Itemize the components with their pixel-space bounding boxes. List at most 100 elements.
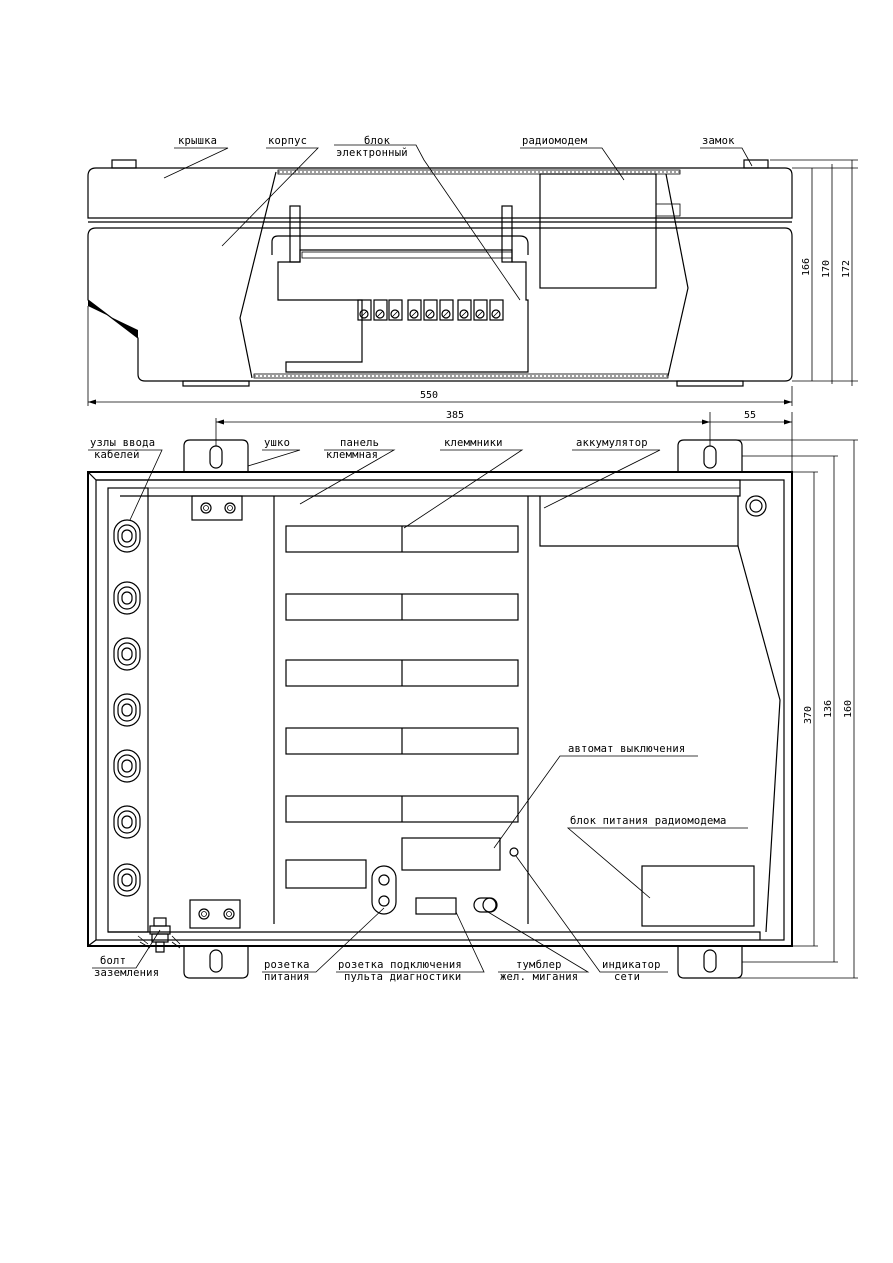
- terminal: [439, 299, 454, 321]
- lid-knob-left: [111, 159, 137, 169]
- label-zamok: замок: [702, 135, 735, 147]
- front-view-dimensions: 385 55 370 136 160: [215, 410, 858, 979]
- dim-385: 385: [446, 410, 464, 421]
- ear-slot-bottom-left: [209, 949, 223, 973]
- terminal-row: [357, 299, 504, 321]
- cable-gland-ring: [117, 524, 137, 548]
- cable-gland: [113, 863, 141, 897]
- front-view: [87, 439, 793, 979]
- terminal-slot: [392, 311, 398, 317]
- dim-55: 55: [744, 410, 756, 421]
- earth-plate-top: [191, 495, 243, 521]
- label-korpus: корпус: [268, 135, 307, 147]
- cable-gland-ring: [117, 754, 137, 778]
- terminal: [457, 299, 472, 321]
- terminal: [373, 299, 388, 321]
- label-klemmniki: клеммники: [444, 437, 503, 449]
- enclosure-frame: [87, 471, 793, 947]
- terminal-slot: [377, 311, 383, 317]
- bracket: [271, 235, 529, 255]
- terminal-screw: [390, 309, 400, 319]
- toggle-switch: [473, 897, 497, 913]
- radiomodem-box: [539, 173, 657, 289]
- dim-550: 550: [420, 390, 438, 401]
- ground-bolt-head: [153, 917, 167, 927]
- circuit-breaker: [401, 837, 501, 871]
- cable-gland-core: [121, 529, 133, 543]
- terminal-slot: [461, 311, 467, 317]
- terminal: [489, 299, 504, 321]
- dim-160: 160: [843, 700, 854, 718]
- lock-knob: [743, 159, 769, 169]
- label-rozetka-pit-2: питания: [264, 971, 310, 983]
- electronic-block: [277, 249, 529, 373]
- diagnostic-socket: [415, 897, 457, 915]
- bottom-rail: [108, 931, 761, 940]
- cable-gland-core: [121, 591, 133, 605]
- label-uzly-1: узлы ввода: [90, 437, 155, 449]
- foot-right: [676, 380, 744, 387]
- label-avtomat: автомат выключения: [568, 743, 685, 755]
- cable-gland-core: [121, 759, 133, 773]
- power-socket: [371, 865, 397, 915]
- label-indikator-1: индикатор: [602, 959, 661, 971]
- foot-left: [182, 380, 250, 387]
- ear-slot-top-left: [209, 445, 223, 469]
- bracket-post-right: [501, 205, 513, 263]
- terminal: [407, 299, 422, 321]
- cable-gland-ring: [117, 586, 137, 610]
- dim-172: 172: [841, 260, 852, 278]
- cable-gland-core: [121, 873, 133, 887]
- clip: [655, 203, 681, 217]
- label-tumbler-1: тумблер: [516, 959, 562, 971]
- break-line-front: [737, 545, 781, 933]
- label-rozetka-pod-2: пульта диагностики: [344, 971, 461, 983]
- terminal-screw: [459, 309, 469, 319]
- terminal-slot: [443, 311, 449, 317]
- ear-bottom-left: [183, 946, 249, 979]
- power-indicator: [509, 847, 519, 857]
- terminal-slot: [361, 311, 367, 317]
- label-tumbler-2: жел. мигания: [500, 971, 578, 983]
- cable-gland-core: [121, 703, 133, 717]
- ear-bottom-right: [677, 946, 743, 979]
- bottom-band: [253, 373, 669, 379]
- terminal: [357, 299, 372, 321]
- cable-gland-ring: [117, 810, 137, 834]
- label-blok-1: блок: [364, 135, 391, 147]
- cable-gland: [113, 637, 141, 671]
- terminal-blocks: [285, 525, 519, 823]
- earth-plate-bottom: [189, 899, 241, 929]
- terminal: [388, 299, 403, 321]
- terminal: [423, 299, 438, 321]
- modem-psu: [641, 865, 755, 927]
- label-bolt-2: заземления: [94, 967, 159, 979]
- terminal-screw: [425, 309, 435, 319]
- label-uzly-2: кабелей: [94, 449, 140, 461]
- side-view: [87, 159, 793, 387]
- front-view-labels: узлы ввода кабелей ушко панель клеммная …: [88, 437, 748, 983]
- cable-gland-ring: [117, 642, 137, 666]
- label-bolt-1: болт: [100, 955, 126, 967]
- label-radiomodem: радиомодем: [522, 135, 588, 147]
- lid: [87, 167, 793, 219]
- board-edge: [301, 251, 513, 259]
- cable-gland-core: [121, 647, 133, 661]
- battery: [539, 496, 739, 547]
- label-panel-1: панель: [340, 437, 379, 449]
- terminal-slot: [427, 311, 433, 317]
- lock-circle: [745, 495, 767, 517]
- break-line-right: [665, 173, 689, 377]
- terminal-block-small: [285, 859, 367, 889]
- cable-gland-ring: [117, 868, 137, 892]
- cable-glands: [113, 519, 141, 897]
- terminal-slot: [477, 311, 483, 317]
- terminal-screw: [441, 309, 451, 319]
- label-indikator-2: сети: [614, 971, 640, 983]
- terminal-screw: [491, 309, 501, 319]
- label-akkumulyator: аккумулятор: [576, 437, 648, 449]
- cable-gland-ring: [117, 698, 137, 722]
- label-panel-2: клеммная: [326, 449, 378, 461]
- terminal: [473, 299, 488, 321]
